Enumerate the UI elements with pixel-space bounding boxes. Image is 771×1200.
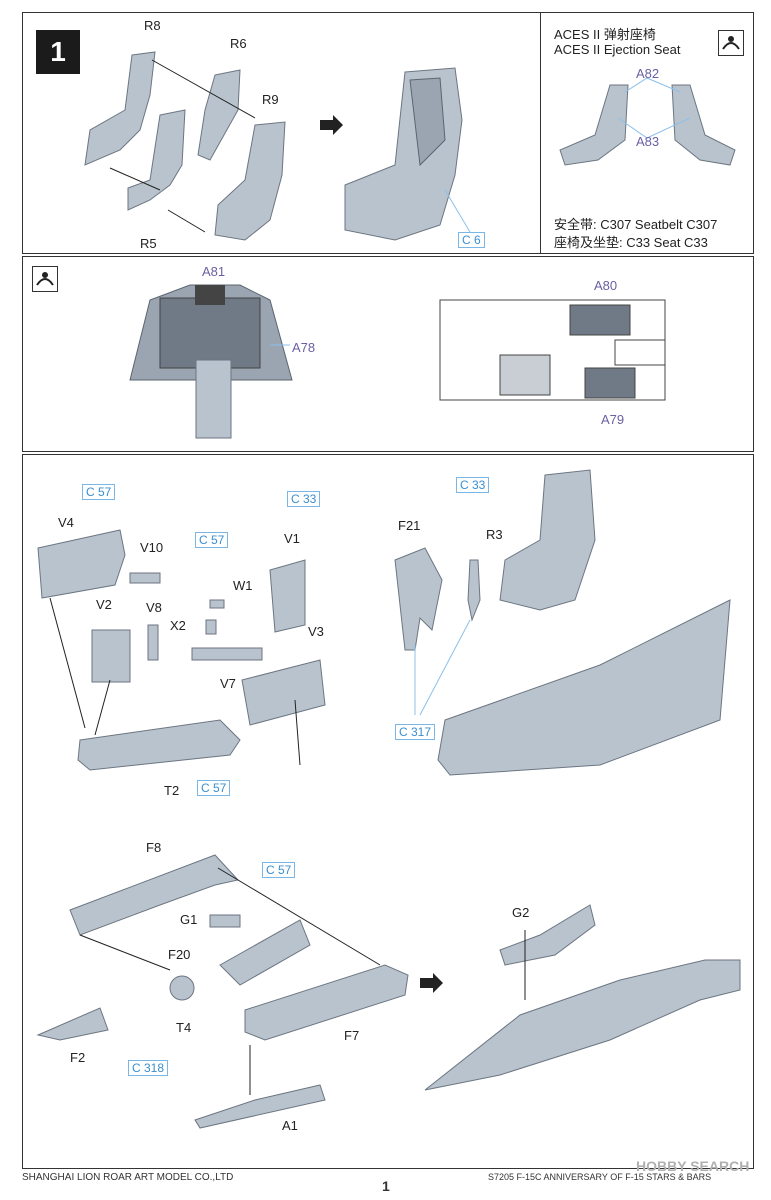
cref-c33-v1: C 33 bbox=[287, 491, 321, 507]
label-f8: F8 bbox=[146, 840, 162, 855]
label-a83: A83 bbox=[636, 134, 660, 149]
cref-c318: C 318 bbox=[128, 1060, 169, 1076]
label-v8: V8 bbox=[146, 600, 162, 615]
label-v1: V1 bbox=[284, 531, 300, 546]
paint-icon bbox=[32, 266, 58, 292]
label-g2: G2 bbox=[512, 905, 530, 920]
label-a78: A78 bbox=[292, 340, 316, 355]
cockpit-assembly bbox=[437, 469, 731, 776]
callout-c317 bbox=[414, 619, 471, 716]
seatbelt-right bbox=[671, 84, 736, 166]
seatbelt-left bbox=[559, 84, 629, 166]
arrows-tub bbox=[49, 597, 301, 766]
label-g1: G1 bbox=[180, 912, 198, 927]
label-f2: F2 bbox=[70, 1050, 86, 1065]
label-x2: X2 bbox=[170, 618, 186, 633]
cref-c57-top: C 57 bbox=[82, 484, 116, 500]
footer-product: S7205 F-15C ANNIVERSARY OF F-15 STARS & … bbox=[488, 1172, 712, 1182]
step-arrow-icon-2 bbox=[420, 973, 443, 993]
part-v2 bbox=[91, 629, 131, 683]
label-a80: A80 bbox=[594, 278, 618, 293]
label-f21: F21 bbox=[398, 518, 421, 533]
callout-a83 bbox=[617, 117, 691, 139]
callout-c6 bbox=[444, 189, 471, 233]
cref-c317: C 317 bbox=[395, 724, 436, 740]
label-a82: A82 bbox=[636, 66, 660, 81]
label-t4: T4 bbox=[176, 1020, 192, 1035]
part-v8 bbox=[147, 624, 159, 661]
paint-icon bbox=[718, 30, 744, 56]
seat-title-en: ACES II Ejection Seat bbox=[554, 42, 681, 57]
footer-page-number: 1 bbox=[382, 1178, 390, 1194]
cref-c57-nose: C 57 bbox=[262, 862, 296, 878]
footer-company: SHANGHAI LION ROAR ART MODEL CO.,LTD bbox=[22, 1172, 234, 1183]
step-arrow-icon bbox=[320, 115, 343, 135]
watermark: HOBBY SEARCH bbox=[636, 1158, 750, 1174]
label-t2: T2 bbox=[164, 783, 180, 798]
label-v4: V4 bbox=[58, 515, 74, 530]
label-v10: V10 bbox=[140, 540, 164, 555]
label-v7: V7 bbox=[220, 676, 236, 691]
step-number: 1 bbox=[36, 30, 80, 74]
part-a1 bbox=[194, 1084, 326, 1129]
part-r3 bbox=[467, 559, 481, 622]
part-f21 bbox=[394, 547, 443, 651]
cref-c33-r3: C 33 bbox=[456, 477, 490, 493]
label-a81: A81 bbox=[202, 264, 226, 279]
arrows-nose bbox=[79, 867, 526, 1095]
cref-c57-mid: C 57 bbox=[195, 532, 229, 548]
seat-back-r8 bbox=[84, 51, 156, 166]
part-w1 bbox=[209, 599, 225, 609]
seat-part-r6 bbox=[197, 69, 241, 161]
part-g1 bbox=[209, 914, 241, 928]
part-v10 bbox=[129, 572, 161, 584]
label-r9: R9 bbox=[262, 92, 279, 107]
seatbelt-label: 安全带: C307 Seatbelt C307 bbox=[554, 217, 718, 232]
side-console-view bbox=[439, 299, 666, 401]
label-r3: R3 bbox=[486, 527, 503, 542]
part-v3 bbox=[241, 659, 326, 726]
label-r6: R6 bbox=[230, 36, 247, 51]
label-w1: W1 bbox=[233, 578, 253, 593]
side-panel-v4 bbox=[37, 529, 126, 599]
part-f20 bbox=[219, 919, 311, 986]
assembled-seat bbox=[344, 67, 463, 241]
label-v2: V2 bbox=[96, 597, 112, 612]
seat-title-cn: ACES II 弹射座椅 bbox=[554, 27, 656, 42]
part-t4 bbox=[169, 975, 195, 1001]
label-a79: A79 bbox=[601, 412, 625, 427]
label-f20: F20 bbox=[168, 947, 191, 962]
label-r5: R5 bbox=[140, 236, 157, 251]
label-a1: A1 bbox=[282, 1118, 298, 1133]
callout-a82 bbox=[624, 77, 681, 93]
instrument-panel-a81 bbox=[129, 284, 293, 439]
arrow-r5b bbox=[167, 209, 206, 233]
label-r8: R8 bbox=[144, 18, 161, 33]
label-f7: F7 bbox=[344, 1028, 360, 1043]
cref-c57-bottom: C 57 bbox=[197, 780, 231, 796]
arrow-r8 bbox=[151, 59, 256, 119]
nose-cone-f2 bbox=[36, 1007, 109, 1041]
part-v1 bbox=[269, 559, 306, 633]
panel-cockpit-tub bbox=[22, 454, 754, 830]
seat-label: 座椅及坐垫: C33 Seat C33 bbox=[554, 235, 708, 250]
seat-frame-r9 bbox=[214, 121, 286, 241]
cref-c6: C 6 bbox=[458, 232, 485, 248]
tub-t2 bbox=[77, 719, 241, 771]
arrow-r5 bbox=[109, 167, 161, 191]
fuselage-f7 bbox=[244, 964, 409, 1041]
part-x2 bbox=[205, 619, 217, 635]
label-v3: V3 bbox=[308, 624, 324, 639]
assembled-nose bbox=[424, 904, 741, 1091]
part-v7 bbox=[191, 647, 263, 661]
